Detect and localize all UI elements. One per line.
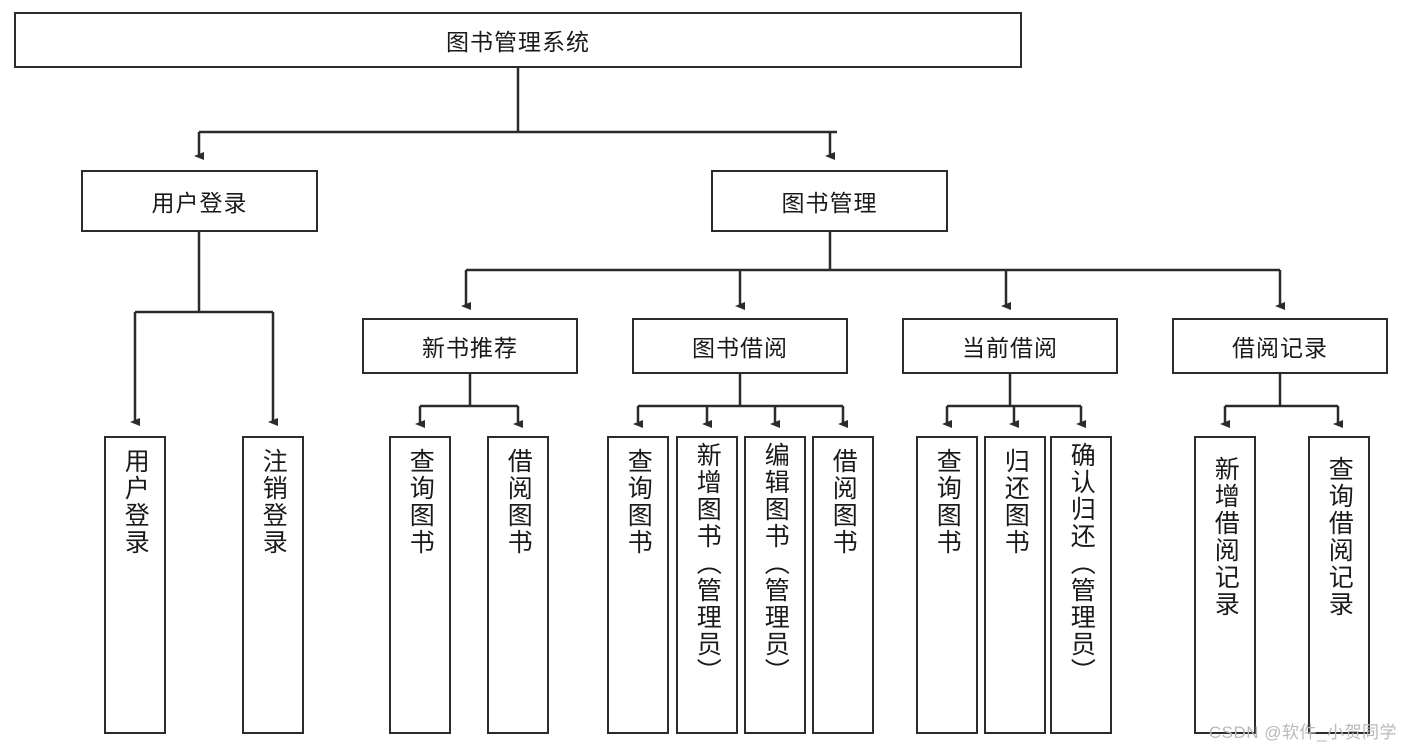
node-leaf-return-book-label: 归还图书 (1001, 448, 1030, 556)
node-leaf-borrow-book-2-label: 借阅图书 (829, 448, 858, 556)
node-user-login[interactable]: 用户登录 (81, 170, 318, 232)
node-leaf-borrow-book-1-label: 借阅图书 (504, 448, 533, 556)
node-leaf-add-book[interactable]: 新增图书（管理员） (676, 436, 738, 734)
node-leaf-query-record[interactable]: 查询借阅记录 (1308, 436, 1370, 734)
node-user-login-label: 用户登录 (151, 190, 248, 216)
node-root[interactable]: 图书管理系统 (14, 12, 1022, 68)
node-leaf-borrow-book-2[interactable]: 借阅图书 (812, 436, 874, 734)
node-leaf-confirm-return[interactable]: 确认归还（管理员） (1050, 436, 1112, 734)
node-leaf-query-book-3-label: 查询图书 (933, 448, 962, 556)
node-leaf-query-book-2-label: 查询图书 (624, 448, 653, 556)
csdn-watermark: CSDN @软件_小贺同学 (1208, 723, 1397, 742)
node-new-book-rec[interactable]: 新书推荐 (362, 318, 578, 374)
node-leaf-add-book-label: 新增图书（管理员） (693, 442, 722, 685)
node-borrow-record[interactable]: 借阅记录 (1172, 318, 1388, 374)
node-current-borrow[interactable]: 当前借阅 (902, 318, 1118, 374)
node-book-borrow-label: 图书借阅 (692, 335, 788, 361)
node-leaf-user-login[interactable]: 用户登录 (104, 436, 166, 734)
node-leaf-query-book-3[interactable]: 查询图书 (916, 436, 978, 734)
node-leaf-user-logout-label: 注销登录 (259, 448, 288, 556)
node-leaf-user-logout[interactable]: 注销登录 (242, 436, 304, 734)
node-book-borrow[interactable]: 图书借阅 (632, 318, 848, 374)
node-leaf-edit-book[interactable]: 编辑图书（管理员） (744, 436, 806, 734)
node-leaf-query-book-2[interactable]: 查询图书 (607, 436, 669, 734)
node-current-borrow-label: 当前借阅 (962, 335, 1058, 361)
node-book-manage-label: 图书管理 (781, 190, 878, 216)
node-book-manage[interactable]: 图书管理 (711, 170, 948, 232)
node-leaf-add-record[interactable]: 新增借阅记录 (1194, 436, 1256, 734)
node-leaf-query-record-label: 查询借阅记录 (1325, 456, 1354, 618)
node-root-label: 图书管理系统 (446, 29, 590, 55)
node-leaf-edit-book-label: 编辑图书（管理员） (761, 442, 790, 685)
node-leaf-user-login-label: 用户登录 (121, 448, 150, 556)
node-new-book-rec-label: 新书推荐 (422, 335, 518, 361)
node-leaf-query-book-1[interactable]: 查询图书 (389, 436, 451, 734)
node-borrow-record-label: 借阅记录 (1232, 335, 1328, 361)
node-leaf-query-book-1-label: 查询图书 (406, 448, 435, 556)
node-leaf-return-book[interactable]: 归还图书 (984, 436, 1046, 734)
node-leaf-add-record-label: 新增借阅记录 (1211, 456, 1240, 618)
node-leaf-confirm-return-label: 确认归还（管理员） (1067, 442, 1096, 685)
node-leaf-borrow-book-1[interactable]: 借阅图书 (487, 436, 549, 734)
